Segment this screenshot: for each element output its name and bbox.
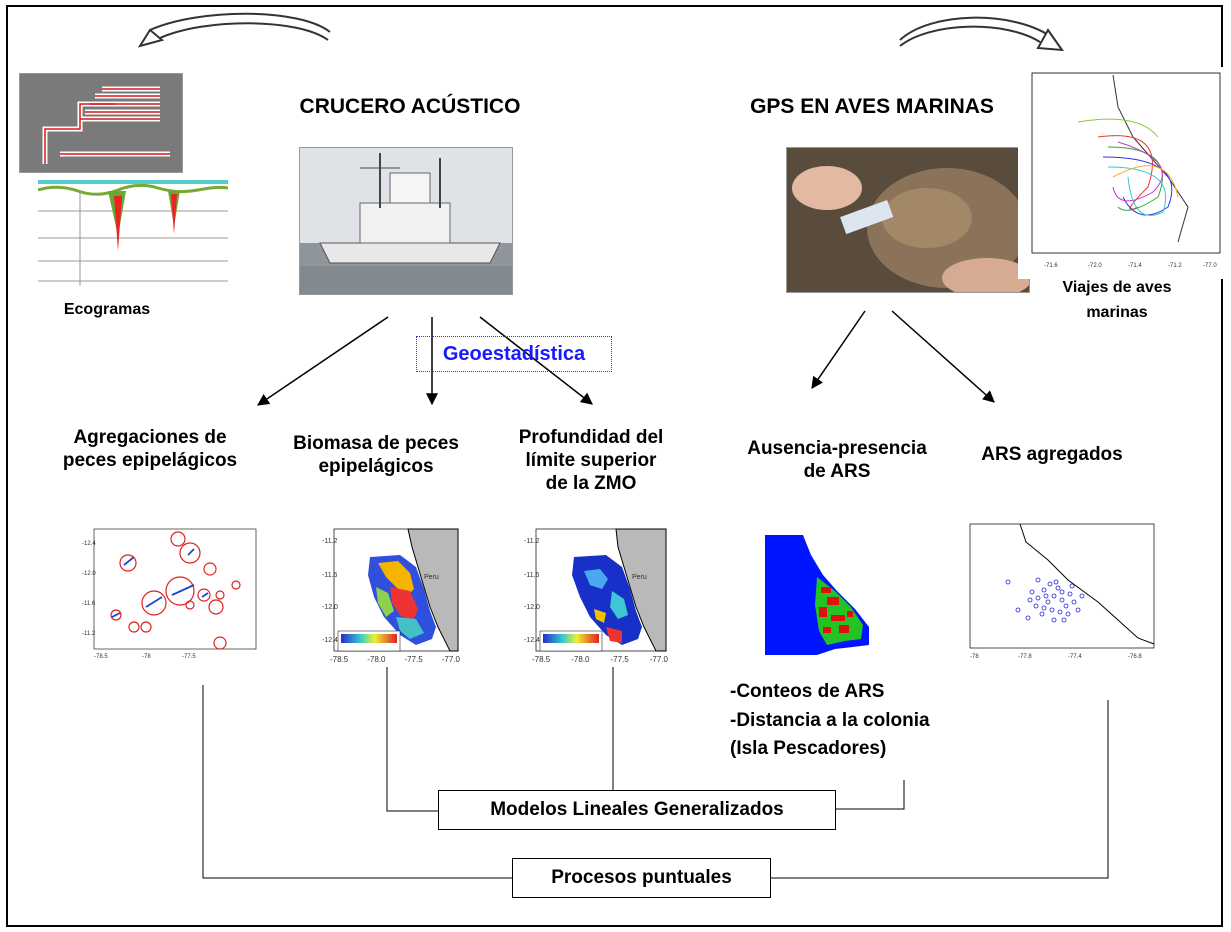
svg-text:-71.6: -71.6 <box>1044 263 1058 269</box>
svg-text:-11.2: -11.2 <box>322 538 338 545</box>
col3-label: Profundidad del límite superior de la ZM… <box>518 427 664 494</box>
arrow-to-col3 <box>479 316 593 405</box>
ars-aggregated-map: -78 -77.8 -77.4 -76.8 <box>958 520 1158 660</box>
echogram-image <box>38 176 228 286</box>
geoestadistica-box: Geoestadística <box>416 336 612 372</box>
glm-connector <box>386 660 438 812</box>
pp-connector <box>202 685 512 879</box>
svg-text:-12.0: -12.0 <box>322 604 338 611</box>
bird-photo <box>786 147 1030 293</box>
svg-text:-11.6: -11.6 <box>322 572 338 579</box>
map3-country-label: Peru <box>632 574 647 581</box>
omz-depth-map: Peru -11.2 -11.6 -12.0 -12.4 -78.5 -78.0 -7… <box>522 527 672 667</box>
col2-label: Biomasa de peces epipelágicos <box>293 433 459 477</box>
svg-text:-78.5: -78.5 <box>94 654 108 660</box>
svg-text:-78: -78 <box>970 654 979 660</box>
arrow-to-col1 <box>257 316 389 406</box>
map2-country-label: Peru <box>424 574 439 581</box>
svg-text:-11.6: -11.6 <box>82 601 96 607</box>
left-title: CRUCERO ACÚSTICO <box>299 95 521 118</box>
map2-xtick: -78.0 <box>367 655 386 664</box>
svg-text:-72.0: -72.0 <box>1088 263 1102 269</box>
col1-label: Agregaciones de peces epipelágicos <box>62 427 238 471</box>
map2-xtick: -77.0 <box>441 655 460 664</box>
svg-text:-12.0: -12.0 <box>82 571 96 577</box>
map3-xtick: -77.0 <box>649 655 668 664</box>
svg-text:-76.8: -76.8 <box>1128 654 1142 660</box>
svg-text:-12.4: -12.4 <box>82 541 96 547</box>
svg-text:-77.0: -77.0 <box>1203 263 1217 269</box>
ship-photo <box>299 147 513 295</box>
svg-text:-77.4: -77.4 <box>1068 654 1082 660</box>
map2-xtick: -78.5 <box>330 655 349 664</box>
svg-text:-12.4: -12.4 <box>524 637 540 644</box>
map3-xtick: -77.5 <box>610 655 629 664</box>
map2-xtick: -77.5 <box>404 655 423 664</box>
bird-tracks-plot: -71.6 -72.0 -71.4 -71.2 -77.0 <box>1018 67 1225 279</box>
glm-box: Modelos Lineales Generalizados <box>438 790 836 830</box>
col4-label: Ausencia-presencia de ARS <box>747 438 927 482</box>
viajes-label: Viajes de aves marinas <box>1062 279 1172 321</box>
ars-presence-map <box>765 535 875 660</box>
arrow-to-col5 <box>891 310 995 403</box>
point-processes-box: Procesos puntuales <box>512 858 771 898</box>
ars-variables-list: -Conteos de ARS -Distancia a la colonia … <box>730 681 930 759</box>
svg-text:-78: -78 <box>142 654 151 660</box>
svg-text:-77.5: -77.5 <box>182 654 196 660</box>
svg-text:-12.4: -12.4 <box>322 637 338 644</box>
svg-text:-11.2: -11.2 <box>524 538 540 545</box>
arrow-to-col4 <box>811 310 866 389</box>
curved-arrow-right <box>899 16 1051 41</box>
svg-text:-11.2: -11.2 <box>82 631 96 637</box>
ecogramas-label: Ecogramas <box>63 301 151 318</box>
biomass-map: Peru -11.2 -11.6 -12.0 -12.4 -78.5 -78.0 -7… <box>320 527 460 667</box>
map3-xtick: -78.0 <box>571 655 590 664</box>
svg-text:-12.0: -12.0 <box>524 604 540 611</box>
svg-text:-77.8: -77.8 <box>1018 654 1032 660</box>
svg-text:-71.2: -71.2 <box>1168 263 1182 269</box>
svg-text:-11.6: -11.6 <box>524 572 540 579</box>
svg-text:-71.4: -71.4 <box>1128 263 1142 269</box>
aggregations-map: -12.4 -12.0 -11.6 -11.2 -78.5 -78 -77.5 <box>82 525 260 660</box>
map3-xtick: -78.5 <box>532 655 551 664</box>
survey-track-image <box>19 73 183 173</box>
right-title: GPS EN AVES MARINAS <box>750 95 994 118</box>
col5-label: ARS agregados <box>981 444 1123 465</box>
